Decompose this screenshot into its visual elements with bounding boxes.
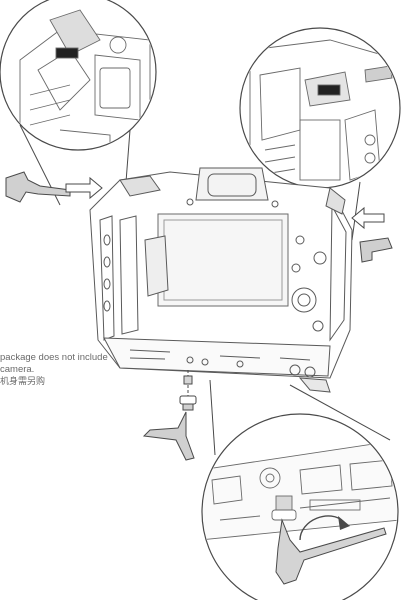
lock-plate-part-right — [359, 237, 393, 263]
zoom-detail-bottom-right — [201, 379, 399, 605]
camera-not-included-notice: package does not include camera. 机身需另购 — [0, 352, 220, 388]
mounting-screw — [179, 370, 197, 411]
zoom-detail-top-right — [239, 27, 401, 241]
arrow-right-icon — [65, 176, 103, 200]
rotate-clockwise-icon — [299, 515, 350, 541]
notice-line-2: camera. — [0, 364, 35, 375]
zoom-detail-top-left — [0, 0, 157, 206]
notice-line-3: 机身需另购 — [0, 377, 46, 387]
camera-with-cage — [89, 167, 353, 393]
hex-key-tool-bottom — [142, 411, 195, 461]
notice-line-1: package does not include — [0, 352, 108, 363]
arrow-left-icon — [351, 206, 385, 230]
hex-key-tool-left — [5, 171, 71, 203]
